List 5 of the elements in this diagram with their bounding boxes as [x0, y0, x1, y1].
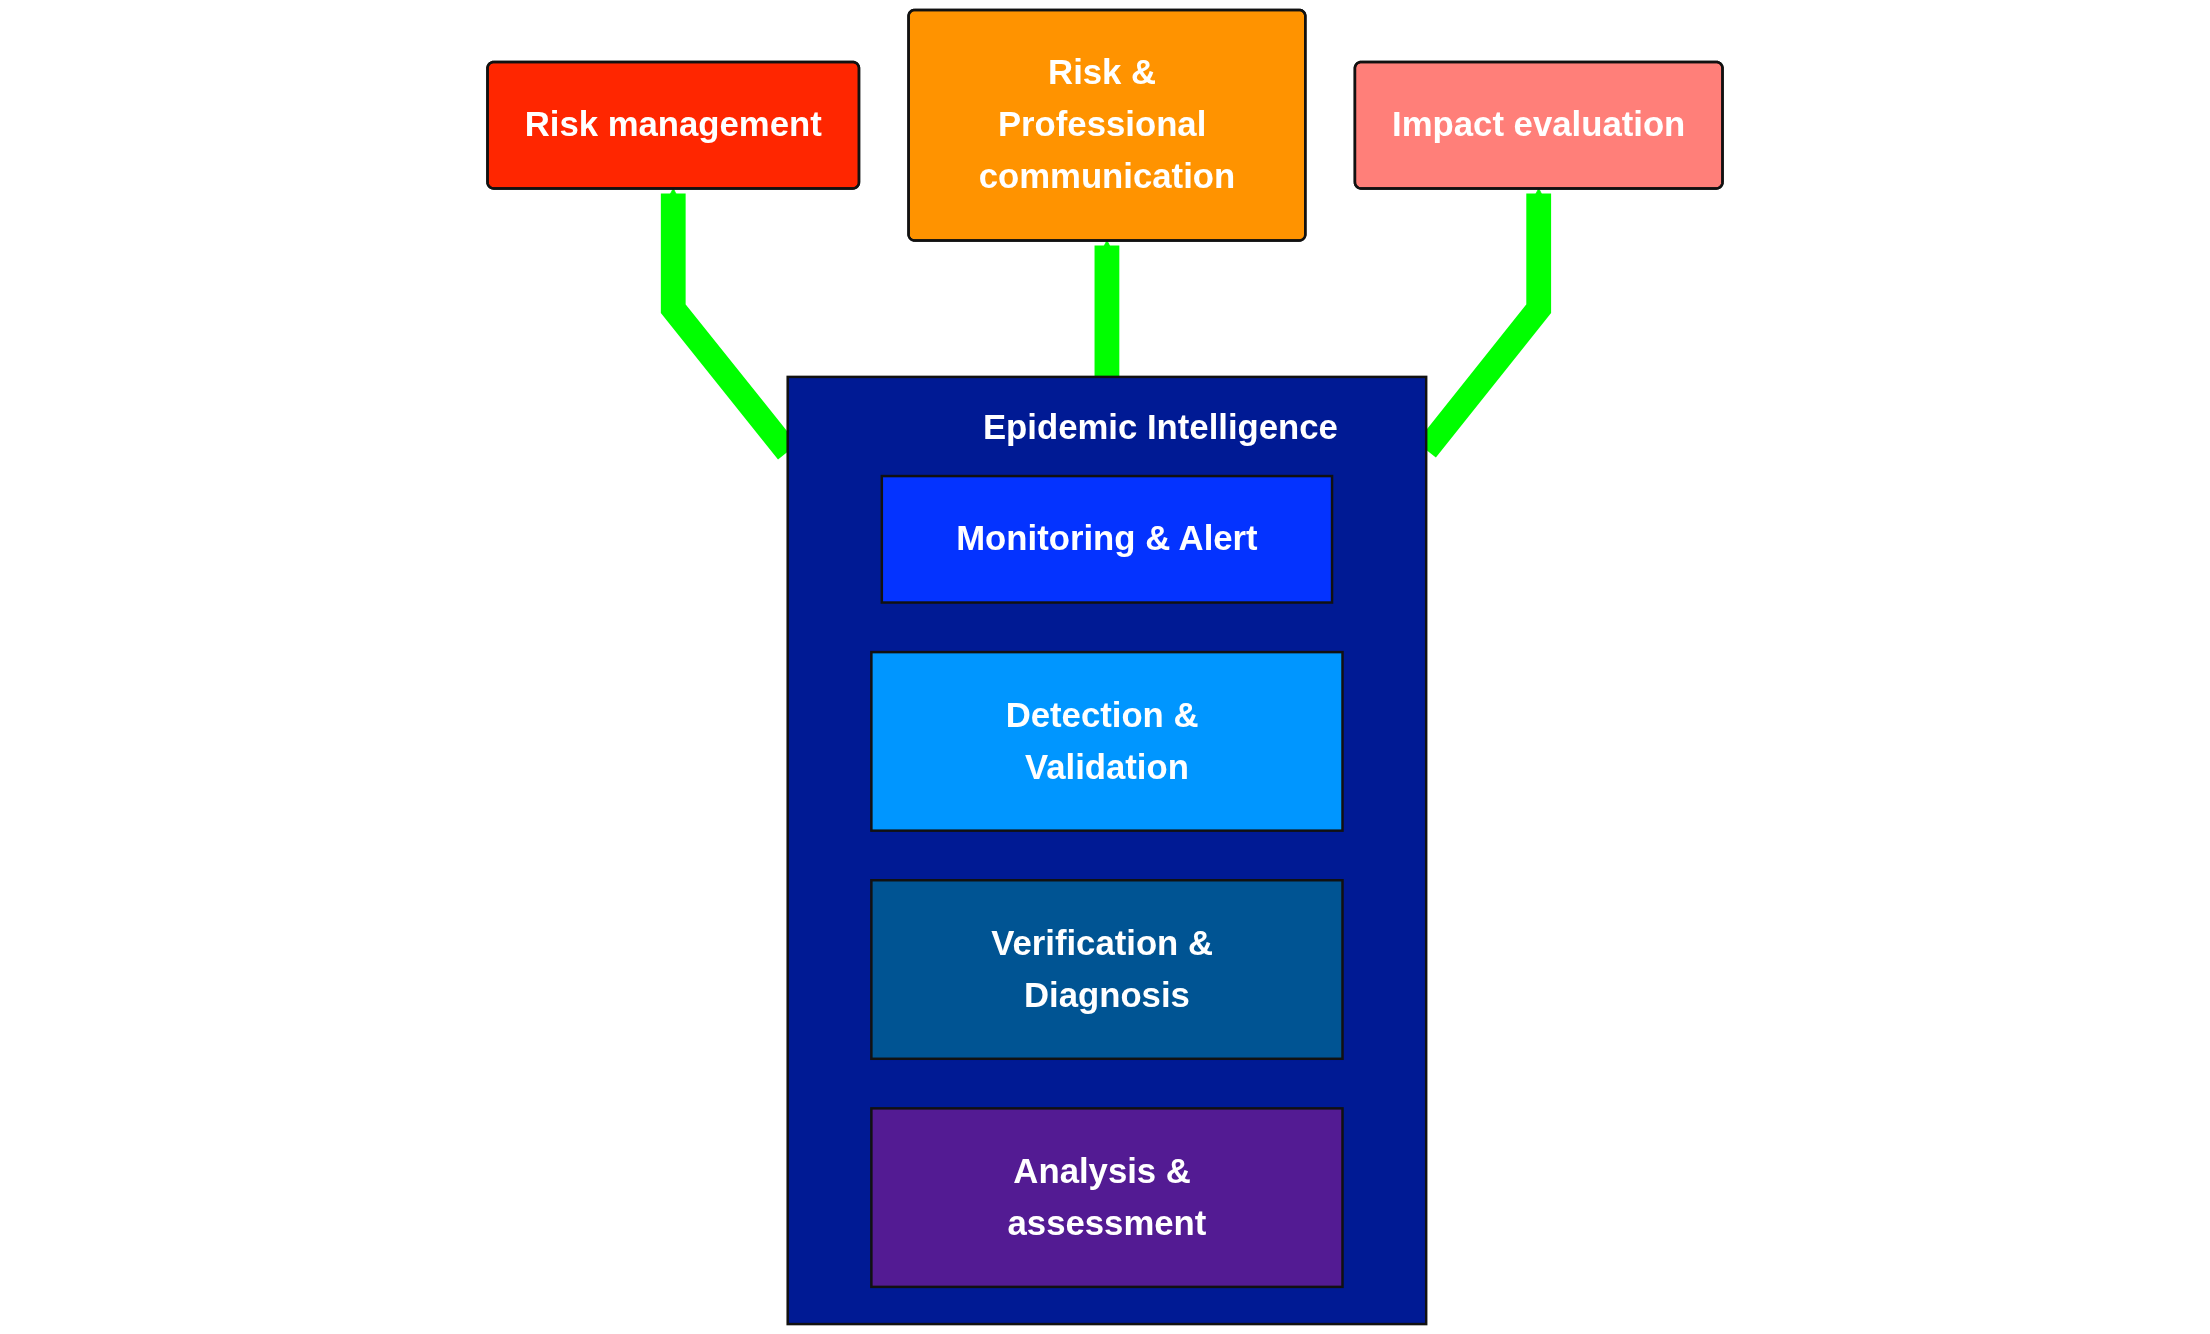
arrow [1094, 240, 1120, 377]
node-box: Verification & Diagnosis [870, 879, 1344, 1060]
node-box: Analysis & assessment [870, 1107, 1344, 1289]
node-box: Monitoring & Alert [880, 474, 1334, 604]
node-box: Detection & Validation [870, 650, 1344, 832]
